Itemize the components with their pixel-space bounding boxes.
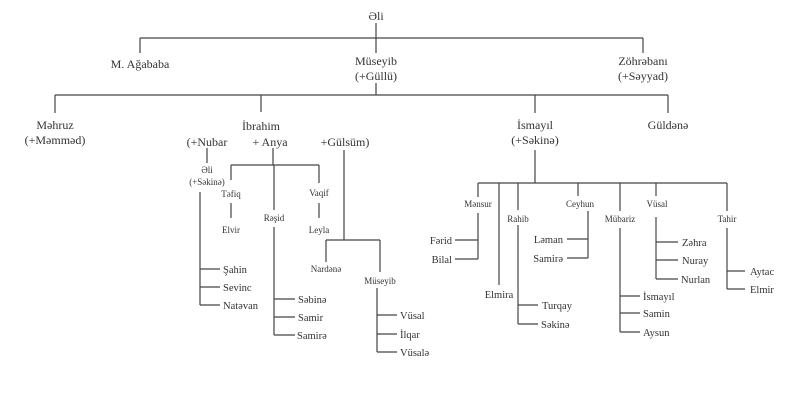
node-nuray: Nuray [682, 256, 709, 267]
node-samira-c: Samirə [533, 254, 563, 265]
connector-lines [54, 23, 745, 353]
node-mahruz-spouse: (+Məmməd) [25, 133, 86, 147]
node-farid: Fərid [430, 236, 453, 247]
node-tofiq: Təfiq [221, 189, 241, 199]
node-sakina: Səkinə [541, 320, 570, 331]
node-bilal: Bilal [432, 255, 452, 266]
node-root: Əli [368, 9, 384, 23]
node-aysun: Aysun [643, 328, 670, 339]
node-natavan: Natəvan [223, 301, 259, 312]
node-mahruz: Məhruz [36, 118, 73, 132]
node-samin: Samin [643, 309, 671, 320]
node-ibrahim-spouse-anya: + Anya [252, 135, 288, 149]
node-museyib-jr: Müseyib [364, 276, 396, 286]
node-samir: Samir [298, 313, 324, 324]
node-museyib-spouse: (+Güllü) [355, 69, 397, 83]
node-vusala: Vüsalə [400, 348, 429, 359]
node-mansur: Mənsur [464, 199, 492, 209]
node-agababa: M. Ağababa [111, 57, 170, 71]
node-ilqar: İlqar [400, 329, 420, 341]
node-zohrabani-spouse: (+Səyyad) [618, 69, 668, 83]
node-sabina: Səbinə [298, 295, 327, 306]
node-ibrahim-spouse-gulsum: +Gülsüm) [321, 135, 370, 149]
node-ibrahim-spouse-nubar: (+Nubar [187, 135, 228, 149]
node-nurlan: Nurlan [681, 275, 711, 286]
node-nardana: Nardənə [311, 264, 341, 274]
node-sevinc: Sevinc [223, 283, 252, 294]
node-elmir: Elmir [750, 285, 774, 296]
node-vusal-g: Vüsal [400, 311, 425, 322]
node-ismayil-spouse: (+Səkinə) [511, 133, 558, 147]
node-tahir: Tahir [718, 214, 737, 224]
node-zahra: Zəhra [682, 238, 707, 249]
node-mubariz: Mübariz [605, 214, 636, 224]
node-ismayil-jr: İsmayıl [643, 291, 675, 303]
node-elvir: Elvir [222, 225, 240, 235]
node-rahib: Rahib [507, 214, 529, 224]
node-laman: Ləman [534, 235, 564, 246]
node-vaqif: Vaqif [309, 188, 329, 198]
node-vusal-i: Vüsal [647, 199, 668, 209]
node-elmira: Elmira [485, 290, 514, 301]
node-leyla: Leyla [309, 225, 330, 235]
node-turqay: Turqay [542, 301, 573, 312]
node-ali-spouse: (+Səkinə) [189, 177, 225, 187]
node-sahin: Şahin [223, 265, 248, 276]
node-ceyhun: Ceyhun [566, 199, 594, 209]
node-museyib: Müseyib [355, 54, 397, 68]
node-ismayil: İsmayıl [517, 118, 554, 132]
node-zohrabani: Zöhrəbanı [618, 54, 668, 68]
node-aytac: Aytac [750, 267, 774, 278]
node-ibrahim: İbrahim [242, 119, 281, 133]
node-rashid: Rəşid [264, 213, 285, 223]
node-samira: Samirə [297, 331, 327, 342]
node-ali: Əli [201, 165, 213, 175]
node-guldana: Güldənə [648, 118, 689, 132]
